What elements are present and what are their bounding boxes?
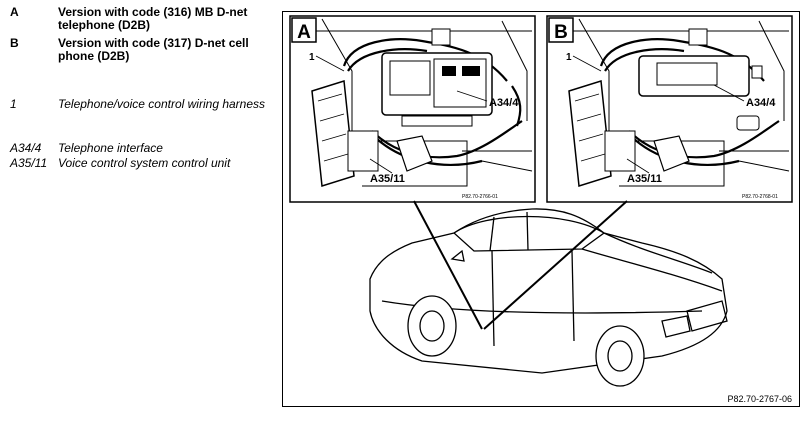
panel-a-code: P82.70-2766-01 — [462, 194, 498, 200]
panel-b: B 1 A34/4 A35/11 P82.70-2768-01 — [546, 15, 793, 203]
panel-a-callout-a34: A34/4 — [489, 97, 519, 109]
legend-variant-b-key: B — [10, 36, 19, 50]
panel-a: A 1 A34/4 A35/11 P82.70-2766-01 — [289, 15, 536, 203]
panel-a-telephone-interface — [381, 28, 493, 127]
panel-a-letter: A — [297, 22, 311, 43]
legend-variant-a-key: A — [10, 5, 19, 19]
panel-b-telephone-interface — [638, 28, 763, 131]
panel-b-callout-a34: A34/4 — [746, 97, 776, 109]
legend-item-a35-key: A35/11 — [10, 156, 48, 170]
legend-item-a35-text: Voice control system control unit — [58, 156, 231, 170]
legend-variant-b-text: Version with code (317) D-net cell phone… — [58, 36, 249, 63]
figure-reference: P82.70-2767-06 — [727, 394, 792, 404]
legend-variant-a-text: Version with code (316) MB D-net telepho… — [58, 5, 248, 32]
panel-a-callout-a35: A35/11 — [370, 173, 405, 185]
panel-b-code: P82.70-2768-01 — [742, 194, 778, 200]
legend-item-1-key: 1 — [10, 97, 17, 111]
panel-b-voice-control-unit — [568, 80, 690, 187]
panel-a-callout-1: 1 — [309, 52, 315, 63]
panel-b-callout-1: 1 — [566, 52, 572, 63]
panel-a-letter-box — [291, 17, 317, 43]
figure-frame — [282, 11, 800, 407]
legend-item-a34-text: Telephone interface — [58, 141, 163, 155]
car-illustration — [369, 208, 728, 374]
panel-b-callout-a35: A35/11 — [627, 173, 662, 185]
pointer-lines — [413, 200, 628, 330]
panel-b-letter-box — [548, 17, 574, 43]
panel-b-letter: B — [554, 22, 568, 43]
panel-b-leaders — [572, 55, 745, 174]
legend-item-1-text: Telephone/voice control wiring harness — [58, 97, 266, 111]
wiring-diagram: A 1 A34/4 A35/11 P82.70-2766-01 — [289, 15, 793, 404]
panel-a-leaders — [315, 55, 488, 174]
legend-item-a34-key: A34/4 — [10, 141, 42, 155]
car-wheels — [407, 295, 645, 387]
panel-a-voice-control-unit — [311, 80, 433, 187]
